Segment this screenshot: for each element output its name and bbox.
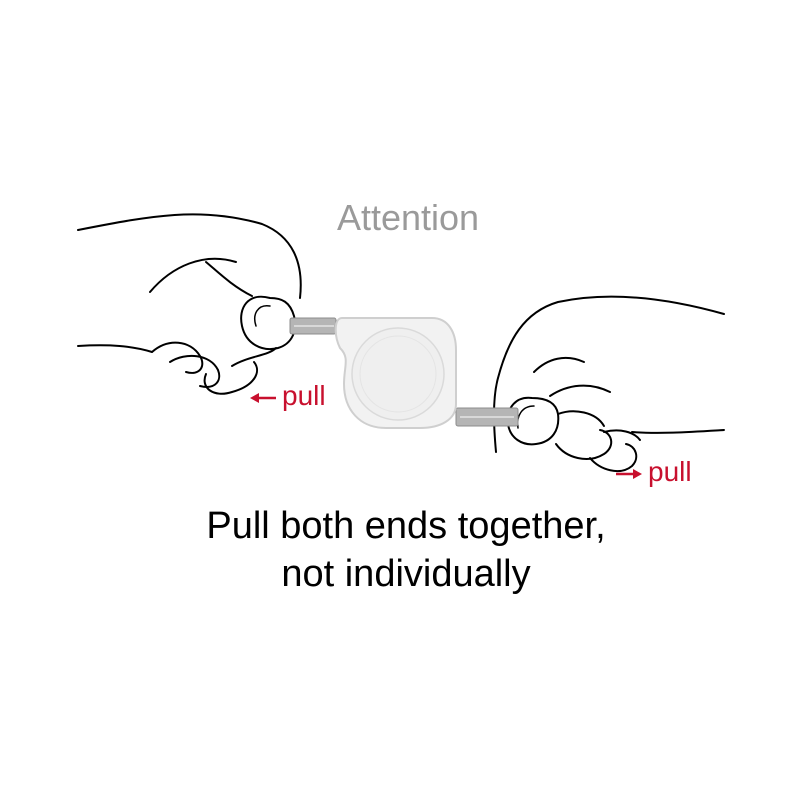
instruction-line-1: Pull both ends together, xyxy=(206,505,606,547)
pull-label-left: pull xyxy=(250,380,326,412)
arrow-left-icon xyxy=(250,392,276,403)
left-hand xyxy=(77,213,302,395)
pull-label-right-text: pull xyxy=(648,456,692,487)
instruction-text: Pull both ends together, not individuall… xyxy=(0,502,800,598)
heading-attention: Attention xyxy=(336,197,480,238)
arrow-right-icon xyxy=(616,468,642,479)
instruction-line-2: not individually xyxy=(281,553,531,595)
pull-label-right: pull xyxy=(616,456,692,488)
pull-label-left-text: pull xyxy=(282,380,326,411)
retractor-spool xyxy=(351,327,445,421)
cable-retractor xyxy=(289,317,519,429)
right-hand xyxy=(493,295,725,473)
